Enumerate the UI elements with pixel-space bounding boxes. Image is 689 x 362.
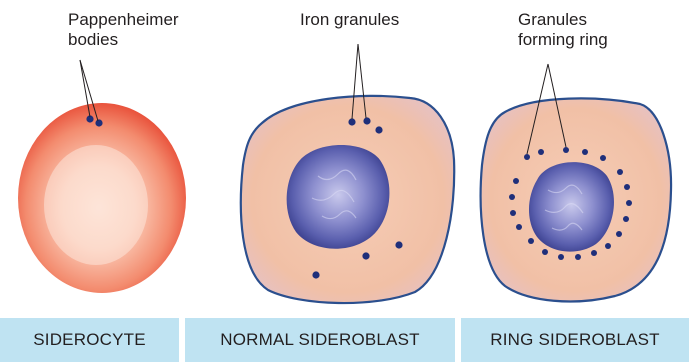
iron-granule [363, 117, 370, 124]
granules-ring-label: Granules forming ring [518, 10, 608, 50]
pappenheimer-label: Pappenheimer bodies [68, 10, 179, 50]
panel-ring-sideroblast: RING SIDEROBLAST [461, 318, 689, 362]
nucleus [529, 162, 614, 251]
iron-granule [348, 118, 355, 125]
pappenheimer-label-line1: Pappenheimer [68, 10, 179, 30]
granules-ring-label-line2: forming ring [518, 30, 608, 50]
iron-granule [362, 252, 369, 259]
normal-sideroblast-cell [241, 44, 454, 303]
pappenheimer-body [95, 119, 102, 126]
granules-ring-label-line1: Granules [518, 10, 608, 30]
panel-normal-sideroblast: NORMAL SIDEROBLAST [185, 318, 455, 362]
iron-granule [375, 126, 382, 133]
nucleus [287, 145, 390, 249]
panel-siderocyte: SIDEROCYTE [0, 318, 179, 362]
pappenheimer-label-line2: bodies [68, 30, 179, 50]
siderocyte-cell [18, 60, 186, 293]
iron-granules-label: Iron granules [300, 10, 399, 30]
iron-granule [312, 271, 319, 278]
iron-granule [395, 241, 402, 248]
ring-sideroblast-cell [481, 64, 671, 301]
